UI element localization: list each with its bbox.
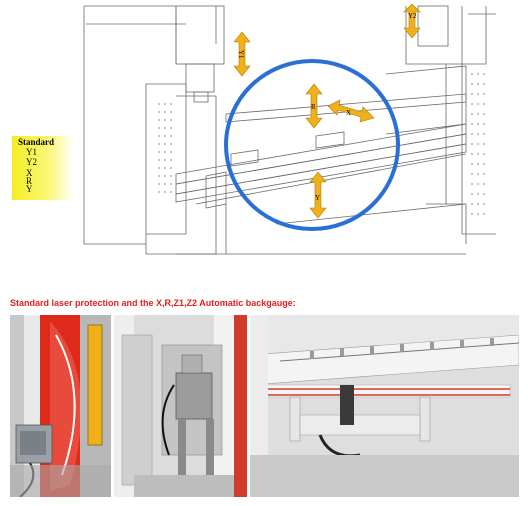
y-arrow-icon <box>309 171 327 219</box>
x-arrow-label: X <box>346 109 351 117</box>
y1-arrow-label: Y1 <box>237 50 245 59</box>
y1-arrow-icon <box>233 31 251 77</box>
legend-item-x: X <box>26 168 33 178</box>
backgauge-guide-photo <box>114 315 247 497</box>
legend-title: Standard <box>18 137 55 147</box>
backgauge-diagram: Y1 Y2 R X Y <box>26 3 496 262</box>
highlight-circle <box>224 59 400 231</box>
legend-item-y2: Y2 <box>26 157 37 167</box>
legend-item-y: Y <box>26 184 33 194</box>
r-arrow-label: R <box>311 103 316 111</box>
y2-arrow-label: Y2 <box>408 12 417 20</box>
x-arrow-icon <box>327 99 375 123</box>
laser-protection-photo <box>10 315 111 497</box>
legend-box <box>12 136 74 200</box>
r-arrow-icon <box>305 83 323 129</box>
y-arrow-label: Y <box>315 194 320 202</box>
legend-item-y1: Y1 <box>26 147 37 157</box>
section-caption: Standard laser protection and the X,R,Z1… <box>10 298 296 308</box>
legend-item-r: R <box>26 176 33 186</box>
machine-line-drawing: Y1 Y2 R X Y <box>83 3 496 255</box>
backgauge-assembly-photo <box>250 315 519 497</box>
y2-arrow-icon <box>403 3 421 39</box>
